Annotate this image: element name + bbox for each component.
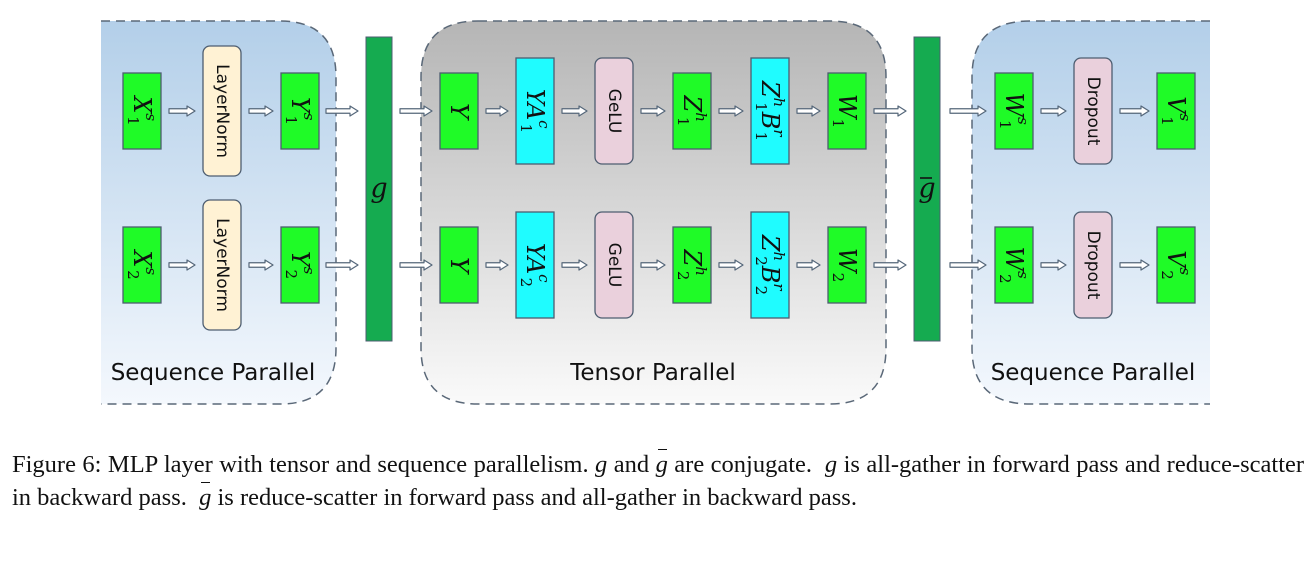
flow-arrow-icon — [485, 259, 509, 271]
g-bar-symbol: g — [918, 173, 935, 204]
block-math-label: Ys1 — [282, 97, 318, 125]
vs1-block: Vs1 — [1156, 72, 1196, 150]
zh2-block: Zh2 — [672, 226, 712, 304]
ys1-block: Ys1 — [280, 72, 320, 150]
flow-arrow-icon — [796, 105, 821, 117]
ws1-block: Ws1 — [994, 72, 1034, 150]
parallel-row-1: Xs1 LayerNorm Ys1 Y YAc1 GeLU Zh1 Zh1Br1 W1 Ws1 Dr… — [122, 45, 1196, 177]
region-label: Sequence Parallel — [991, 360, 1196, 386]
dropout-block: Dropout — [1073, 211, 1113, 319]
to-g-bar-arrow-icon — [873, 105, 907, 117]
gelu-block: GeLU — [594, 211, 634, 319]
zbhr22-block: Zh2Br2 — [750, 211, 790, 319]
from-g-bar-arrow-icon — [949, 105, 987, 117]
flow-arrow-icon — [640, 105, 666, 117]
mlp-parallelism-diagram: Sequence Parallel Tensor Parallel Sequen… — [101, 20, 1210, 405]
block-math-label: Xs1 — [124, 94, 160, 125]
layernorm-block: LayerNorm — [202, 45, 242, 177]
to-g-arrow-icon — [325, 259, 359, 271]
w1-block: W1 — [827, 72, 867, 150]
block-label: LayerNorm — [212, 64, 232, 158]
block-label: Dropout — [1083, 231, 1103, 300]
block-label: LayerNorm — [212, 218, 232, 312]
g-bar-reduce-scatter-bar: g — [913, 36, 941, 342]
y-block: Y — [439, 226, 479, 304]
block-math-label: YAc1 — [517, 89, 553, 133]
flow-arrow-icon — [1040, 259, 1067, 271]
flow-arrow-icon — [168, 259, 196, 271]
block-label: GeLU — [604, 89, 624, 134]
block-label: Dropout — [1083, 77, 1103, 146]
caption-text: is reduce-scatter in forward pass and al… — [217, 484, 857, 511]
g-math: g — [595, 451, 608, 478]
block-math-label: Xs2 — [124, 248, 160, 279]
region-label: Sequence Parallel — [111, 360, 316, 386]
block-math-label: Zh1Br1 — [752, 80, 788, 141]
block-math-label: Zh1 — [674, 95, 710, 127]
flow-arrow-icon — [248, 105, 274, 117]
block-math-label: Vs2 — [1158, 250, 1194, 280]
yac1-block: YAc1 — [515, 57, 555, 165]
caption-prefix: Figure 6: MLP layer with tensor and sequ… — [12, 451, 589, 478]
parallel-row-2: Xs2 LayerNorm Ys2 Y YAc2 GeLU Zh2 Zh2Br2 W2 Ws2 Dr… — [122, 199, 1196, 331]
zbhr11-block: Zh1Br1 — [750, 57, 790, 165]
block-math-label: W2 — [829, 248, 861, 282]
block-label: GeLU — [604, 243, 624, 288]
block-math-label: Y — [445, 103, 473, 121]
flow-arrow-icon — [718, 105, 744, 117]
g-bar-math: g — [656, 448, 668, 481]
flow-arrow-icon — [1040, 105, 1067, 117]
from-g-bar-arrow-icon — [949, 259, 987, 271]
caption-text: and — [613, 451, 650, 478]
block-math-label: W1 — [829, 94, 861, 128]
layernorm-block: LayerNorm — [202, 199, 242, 331]
block-math-label: Y — [445, 257, 473, 275]
block-math-label: Ws2 — [996, 247, 1032, 284]
g-symbol: g — [370, 173, 387, 204]
y-block: Y — [439, 72, 479, 150]
ys2-block: Ys2 — [280, 226, 320, 304]
figure-caption: Figure 6: MLP layer with tensor and sequ… — [12, 448, 1304, 514]
flow-arrow-icon — [796, 259, 821, 271]
vs2-block: Vs2 — [1156, 226, 1196, 304]
flow-arrow-icon — [640, 259, 666, 271]
block-math-label: YAc2 — [517, 243, 553, 287]
zh1-block: Zh1 — [672, 72, 712, 150]
xs2-block: Xs2 — [122, 226, 162, 304]
block-math-label: Vs1 — [1158, 96, 1194, 126]
block-math-label: Ws1 — [996, 93, 1032, 130]
g-bar-math: g — [199, 481, 211, 514]
tensor-parallel-region: Tensor Parallel — [420, 20, 887, 405]
from-g-arrow-icon — [399, 259, 433, 271]
caption-text: is all-gather in forward pass and reduce… — [12, 451, 1305, 511]
from-g-arrow-icon — [399, 105, 433, 117]
gelu-block: GeLU — [594, 57, 634, 165]
caption-text: are conjugate. — [674, 451, 812, 478]
to-g-arrow-icon — [325, 105, 359, 117]
block-math-label: Zh2Br2 — [752, 234, 788, 295]
region-label: Tensor Parallel — [569, 360, 736, 386]
ws2-block: Ws2 — [994, 226, 1034, 304]
yac2-block: YAc2 — [515, 211, 555, 319]
block-math-label: Zh2 — [674, 249, 710, 281]
block-math-label: Ys2 — [282, 251, 318, 279]
flow-arrow-icon — [485, 105, 509, 117]
flow-arrow-icon — [1119, 259, 1150, 271]
to-g-bar-arrow-icon — [873, 259, 907, 271]
flow-arrow-icon — [168, 105, 196, 117]
flow-arrow-icon — [248, 259, 274, 271]
g-math: g — [824, 451, 838, 478]
w2-block: W2 — [827, 226, 867, 304]
flow-arrow-icon — [1119, 105, 1150, 117]
g-all-gather-bar: g — [365, 36, 393, 342]
xs1-block: Xs1 — [122, 72, 162, 150]
flow-arrow-icon — [718, 259, 744, 271]
flow-arrow-icon — [561, 105, 588, 117]
dropout-block: Dropout — [1073, 57, 1113, 165]
flow-arrow-icon — [561, 259, 588, 271]
